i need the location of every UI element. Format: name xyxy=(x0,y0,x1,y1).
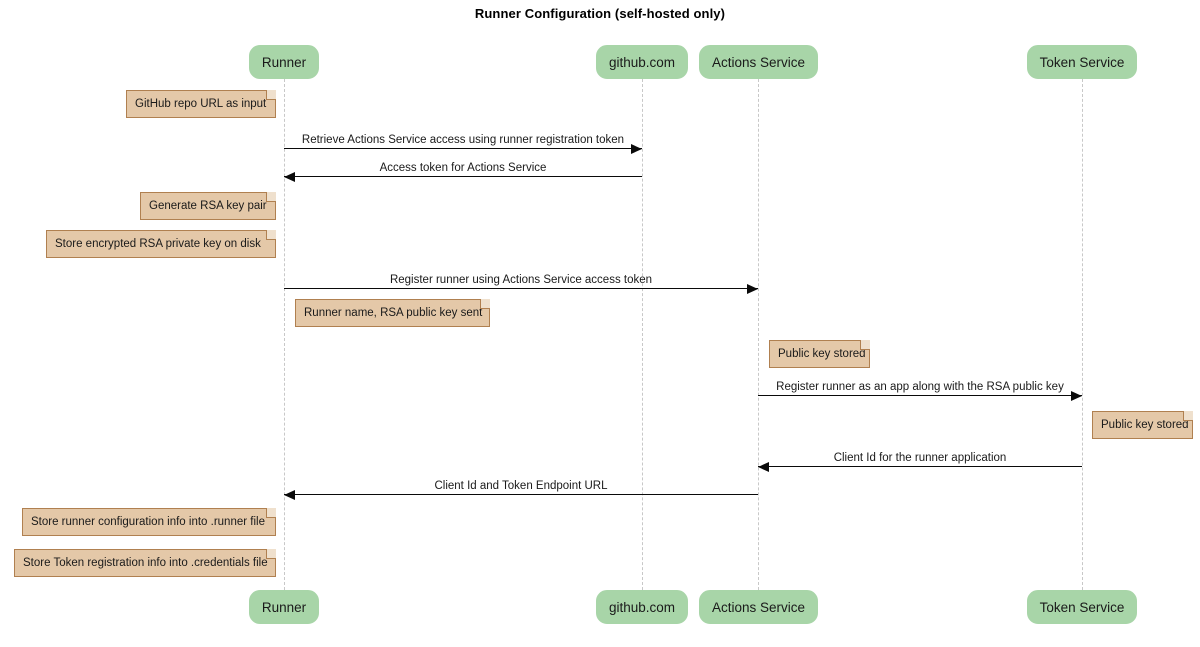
msg-retrieve-access-label: Retrieve Actions Service access using ru… xyxy=(301,134,625,146)
note-fold-corner-icon xyxy=(266,508,276,518)
participant-actions-top[interactable]: Actions Service xyxy=(699,45,818,79)
lifeline-actions xyxy=(758,79,759,590)
msg-register-runner-label: Register runner using Actions Service ac… xyxy=(389,274,653,286)
participant-actions-bottom[interactable]: Actions Service xyxy=(699,590,818,624)
lifeline-runner xyxy=(284,79,285,590)
msg-client-id-endpoint-arrowhead-icon xyxy=(284,490,295,500)
msg-access-token-label: Access token for Actions Service xyxy=(379,162,547,174)
msg-client-id-line xyxy=(758,466,1082,467)
note-pubkey-token: Public key stored xyxy=(1092,411,1193,439)
msg-register-app-line xyxy=(758,395,1082,396)
msg-retrieve-access-line xyxy=(284,148,642,149)
participant-token-top[interactable]: Token Service xyxy=(1027,45,1137,79)
note-store-private: Store encrypted RSA private key on disk xyxy=(46,230,276,258)
note-store-creds: Store Token registration info into .cred… xyxy=(14,549,276,577)
msg-client-id-label: Client Id for the runner application xyxy=(833,452,1007,464)
note-fold-corner-icon xyxy=(480,299,490,309)
note-text: Public key stored xyxy=(1101,419,1189,431)
participant-token-bottom[interactable]: Token Service xyxy=(1027,590,1137,624)
page-title: Runner Configuration (self-hosted only) xyxy=(474,6,726,21)
note-text: Runner name, RSA public key sent xyxy=(304,307,483,319)
note-text: GitHub repo URL as input xyxy=(135,98,267,110)
msg-retrieve-access-arrowhead-icon xyxy=(631,144,642,154)
participant-github-bottom[interactable]: github.com xyxy=(596,590,688,624)
note-text: Store encrypted RSA private key on disk xyxy=(55,238,261,250)
note-fold-corner-icon xyxy=(860,340,870,350)
msg-access-token-arrowhead-icon xyxy=(284,172,295,182)
participant-github-top[interactable]: github.com xyxy=(596,45,688,79)
note-fold-corner-icon xyxy=(1183,411,1193,421)
participant-label: Runner xyxy=(261,600,307,615)
note-text: Generate RSA key pair xyxy=(149,200,267,212)
msg-register-app-arrowhead-icon xyxy=(1071,391,1082,401)
participant-label: github.com xyxy=(608,55,676,70)
note-fold-corner-icon xyxy=(266,230,276,240)
participant-runner-top[interactable]: Runner xyxy=(249,45,319,79)
msg-access-token-line xyxy=(284,176,642,177)
note-text: Store runner configuration info into .ru… xyxy=(31,516,265,528)
note-generate-rsa: Generate RSA key pair xyxy=(140,192,276,220)
note-text: Public key stored xyxy=(778,348,866,360)
note-store-runner: Store runner configuration info into .ru… xyxy=(22,508,276,536)
msg-client-id-endpoint-label: Client Id and Token Endpoint URL xyxy=(434,480,608,492)
note-repo-url: GitHub repo URL as input xyxy=(126,90,276,118)
participant-label: github.com xyxy=(608,600,676,615)
participant-label: Actions Service xyxy=(711,600,806,615)
note-pubkey-actions: Public key stored xyxy=(769,340,870,368)
participant-label: Token Service xyxy=(1039,600,1125,615)
note-fold-corner-icon xyxy=(266,549,276,559)
msg-register-app-label: Register runner as an app along with the… xyxy=(776,381,1064,393)
msg-register-runner-arrowhead-icon xyxy=(747,284,758,294)
note-text: Store Token registration info into .cred… xyxy=(23,557,268,569)
msg-client-id-endpoint-line xyxy=(284,494,758,495)
participant-label: Actions Service xyxy=(711,55,806,70)
participant-runner-bottom[interactable]: Runner xyxy=(249,590,319,624)
note-runner-name: Runner name, RSA public key sent xyxy=(295,299,490,327)
msg-client-id-arrowhead-icon xyxy=(758,462,769,472)
msg-register-runner-line xyxy=(284,288,758,289)
lifeline-github xyxy=(642,79,643,590)
participant-label: Token Service xyxy=(1039,55,1125,70)
lifeline-token xyxy=(1082,79,1083,590)
participant-label: Runner xyxy=(261,55,307,70)
note-fold-corner-icon xyxy=(266,192,276,202)
note-fold-corner-icon xyxy=(266,90,276,100)
